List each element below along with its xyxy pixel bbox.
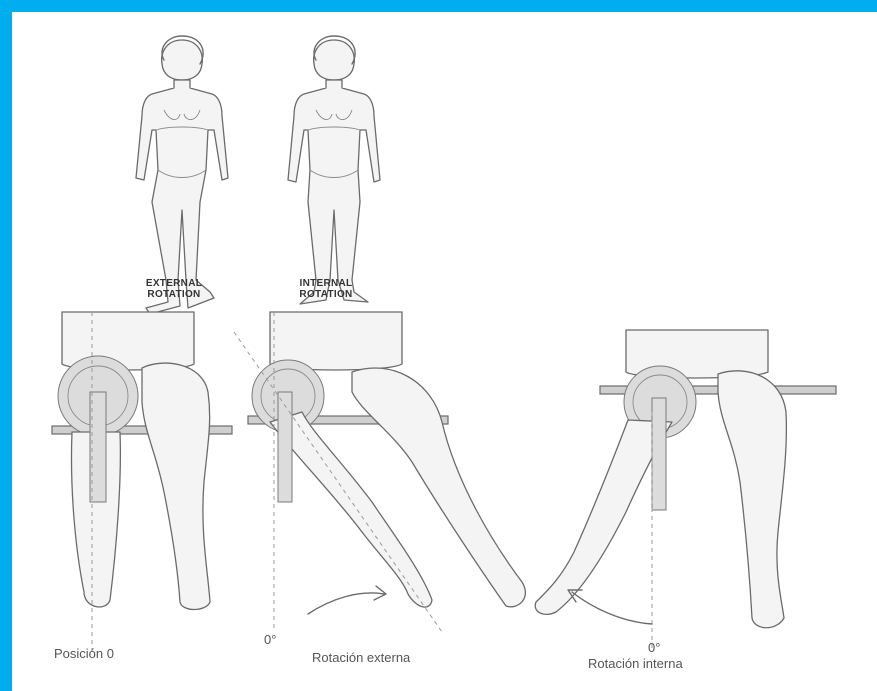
seated-position-zero [52, 312, 232, 652]
caption-external-rotation: EXTERNAL ROTATION [128, 278, 220, 300]
standing-figure-internal-rotation [288, 36, 380, 304]
label-internal-rotation: Rotación interna [588, 656, 683, 671]
seated-external-rotation [234, 312, 525, 632]
label-zero-degrees-external: 0° [264, 632, 276, 647]
label-zero-degrees-internal: 0° [648, 640, 660, 655]
seated-internal-rotation [535, 330, 836, 652]
caption-internal-rotation: INTERNAL ROTATION [280, 278, 372, 300]
figure-panel: EXTERNAL ROTATION INTERNAL ROTATION Posi… [12, 12, 877, 691]
standing-figure-external-rotation [136, 36, 228, 314]
hip-rotation-illustration [12, 12, 877, 691]
label-position-zero: Posición 0 [54, 646, 114, 661]
label-external-rotation: Rotación externa [312, 650, 410, 665]
